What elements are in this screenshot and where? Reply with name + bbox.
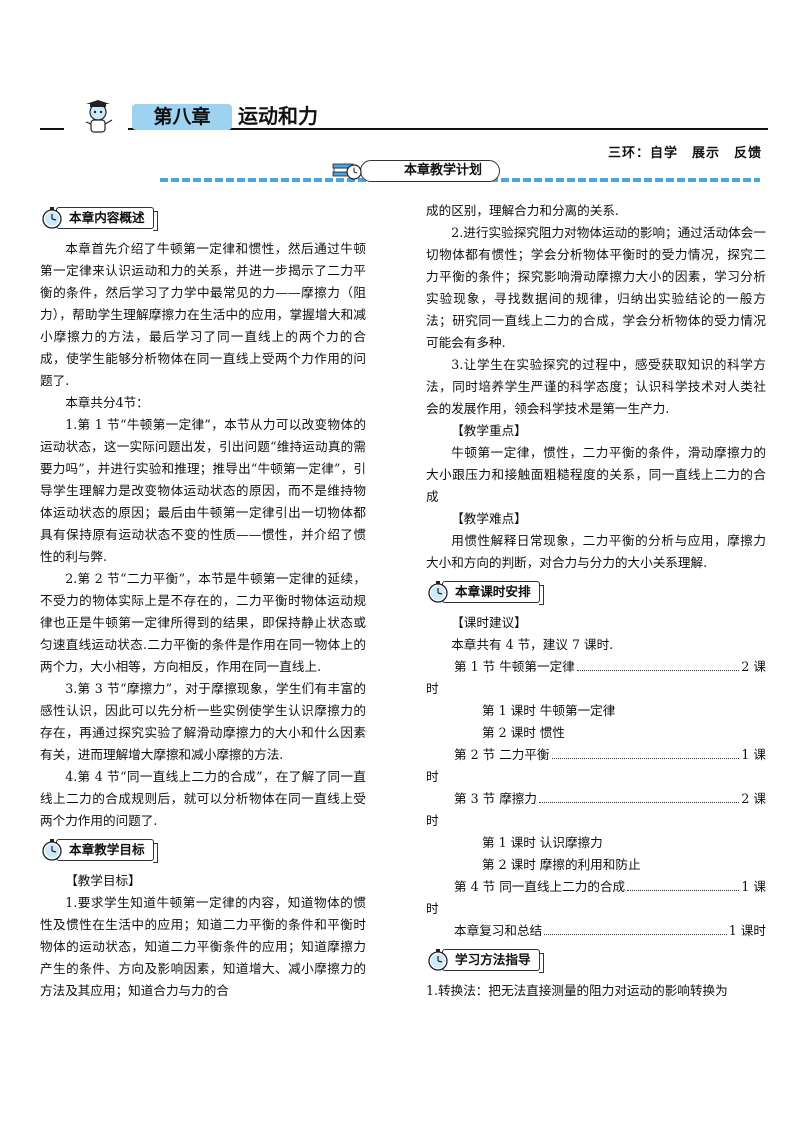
toc-row: 第 2 节 二力平衡 1 课 xyxy=(426,744,766,766)
subheading: 【教学目标】 xyxy=(65,873,141,888)
section-label: 学习方法指导 xyxy=(442,949,544,973)
paragraph: 本章首先介绍了牛顿第一定律和惯性，然后通过牛顿第一定律来认识运动和力的关系，并进… xyxy=(40,241,366,388)
left-column: 本章内容概述 本章首先介绍了牛顿第一定律和惯性，然后通过牛顿第一定律来认识运动和… xyxy=(40,200,366,1002)
toc-section: 第 4 节 同一直线上二力的合成 xyxy=(454,879,626,894)
toc-leader xyxy=(539,802,740,803)
toc-hours-tail: 时 xyxy=(426,901,439,916)
paragraph: 1.要求学生知道牛顿第一定律的内容，知道物体的惯性及惯性在生活中的应用；知道二力… xyxy=(40,895,366,998)
toc-row: 本章复习和总结 1 课时 xyxy=(426,920,766,942)
toc-hours-tail: 时 xyxy=(426,681,439,696)
toc-hours-tail: 时 xyxy=(426,813,439,828)
toc-lesson: 第 1 课时 牛顿第一定律 xyxy=(482,703,616,718)
toc-row: 第 4 节 同一直线上二力的合成 1 课 xyxy=(426,876,766,898)
paragraph: 用惯性解释日常现象，二力平衡的分析与应用，摩擦力大小和方向的判断，对合力与分力的… xyxy=(426,533,766,570)
toc-hours: 2 课 xyxy=(741,659,766,674)
subheading: 【教学重点】 xyxy=(451,423,527,438)
paragraph: 1.转换法：把无法直接测量的阻力对运动的影响转换为 xyxy=(426,983,728,998)
paragraph: 本章共分4节： xyxy=(65,395,149,410)
toc-lesson: 第 1 课时 认识摩擦力 xyxy=(482,835,603,850)
section-method-title: 学习方法指导 xyxy=(426,946,766,974)
section-schedule-title: 本章课时安排 xyxy=(426,578,766,606)
toc-lesson: 第 2 课时 惯性 xyxy=(482,725,565,740)
chapter-title: 运动和力 xyxy=(238,104,318,128)
toc-hours-tail: 时 xyxy=(426,769,439,784)
toc-section: 第 3 节 摩擦力 xyxy=(454,791,537,806)
section-overview-title: 本章内容概述 xyxy=(40,204,366,232)
clock-icon xyxy=(42,839,62,861)
section-label: 本章教学目标 xyxy=(56,839,158,863)
paragraph: 2.进行实验探究阻力对物体运动的影响；通过活动体会一切物体都有惯性；学会分析物体… xyxy=(426,225,766,350)
toc-leader xyxy=(544,934,727,935)
clock-icon xyxy=(42,207,62,229)
plan-title: 本章教学计划 xyxy=(360,160,500,182)
subheading: 【教学难点】 xyxy=(451,511,527,526)
clock-icon xyxy=(428,949,448,971)
books-clock-icon xyxy=(332,163,362,180)
paragraph: 3.第 3 节“摩擦力”，对于摩擦现象，学生们有丰富的感性认识，因此可以先分析一… xyxy=(40,681,366,762)
toc-hours: 1 课 xyxy=(741,747,766,762)
toc-hours: 1 课时 xyxy=(728,923,766,938)
paragraph: 成的区别，理解合力和分离的关系. xyxy=(426,203,619,218)
section-goals-title: 本章教学目标 xyxy=(40,836,366,864)
clock-icon xyxy=(428,581,448,603)
chapter-label: 第八章 xyxy=(132,104,232,130)
paragraph: 4.第 4 节“同一直线上二力的合成”，在了解了同一直线上二力的合成规则后，就可… xyxy=(40,769,366,828)
subheading: 【课时建议】 xyxy=(451,615,527,630)
mascot-icon xyxy=(64,100,128,133)
paragraph: 2.第 2 节“二力平衡”，本节是牛顿第一定律的延续，不受力的物体实际上是不存在… xyxy=(40,571,366,674)
section-label: 本章内容概述 xyxy=(56,207,158,231)
toc-row: 第 1 节 牛顿第一定律 2 课 xyxy=(426,656,766,678)
section-label: 本章课时安排 xyxy=(442,581,544,605)
toc-lesson: 第 2 课时 摩擦的利用和防止 xyxy=(482,857,641,872)
right-column: 成的区别，理解合力和分离的关系. 2.进行实验探究阻力对物体运动的影响；通过活动… xyxy=(426,200,766,1002)
toc-section: 第 1 节 牛顿第一定律 xyxy=(454,659,575,674)
paragraph: 1.第 1 节“牛顿第一定律”，本节从力可以改变物体的运动状态，这一实际问题出发… xyxy=(40,417,366,564)
toc-hours: 1 课 xyxy=(741,879,766,894)
toc-leader xyxy=(627,890,740,891)
three-links-tagline: 三环：自学 展示 反馈 xyxy=(607,146,762,161)
paragraph: 牛顿第一定律，惯性，二力平衡的条件，滑动摩擦力的大小跟压力和接触面粗糙程度的关系… xyxy=(426,445,766,504)
paragraph: 本章共有 4 节，建议 7 课时. xyxy=(451,637,614,652)
toc-hours: 2 课 xyxy=(741,791,766,806)
toc-leader xyxy=(576,670,740,671)
toc-row: 第 3 节 摩擦力 2 课 xyxy=(426,788,766,810)
toc-section: 第 2 节 二力平衡 xyxy=(454,747,550,762)
chapter-header: 第八章 运动和力 xyxy=(40,100,768,140)
header-rule xyxy=(40,128,768,130)
paragraph: 3.让学生在实验探究的过程中，感受获取知识的科学方法，同时培养学生严谨的科学态度… xyxy=(426,357,766,416)
toc-section: 本章复习和总结 xyxy=(454,923,543,938)
toc-leader xyxy=(551,758,740,759)
plan-banner: 本章教学计划 xyxy=(160,160,760,184)
